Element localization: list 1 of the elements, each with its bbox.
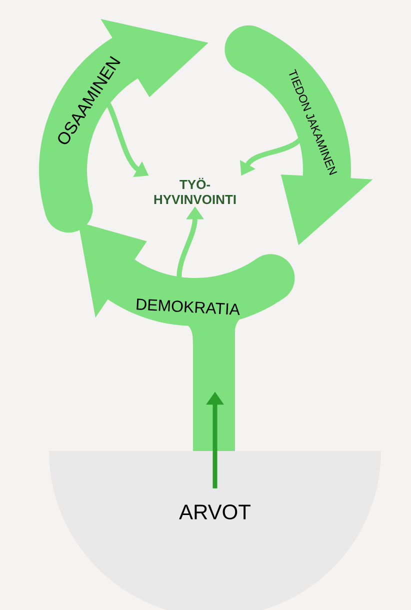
curved-banner: DEMOKRATIA (78, 222, 295, 452)
